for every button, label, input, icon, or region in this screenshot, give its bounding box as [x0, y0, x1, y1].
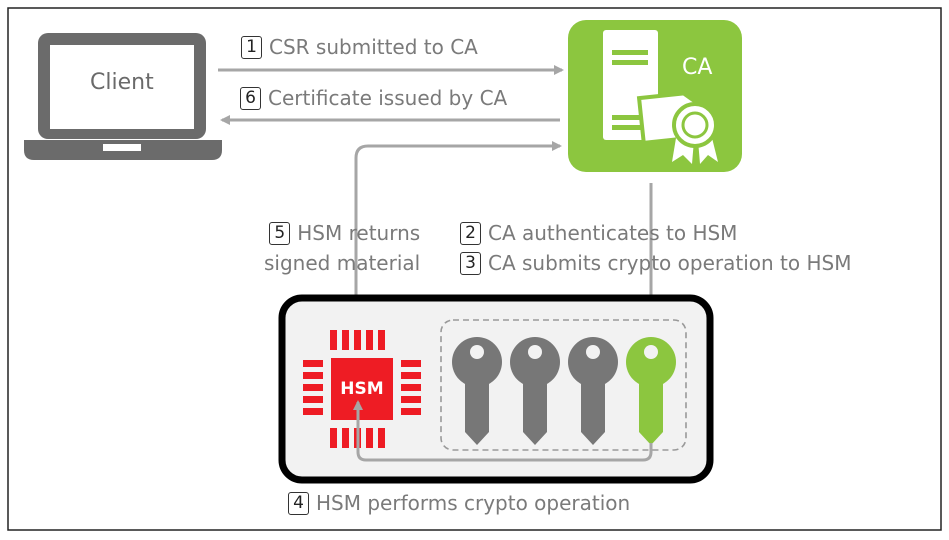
ca-icon	[568, 20, 742, 172]
arrow-hsm-returns	[354, 141, 562, 308]
step-text: HSM performs crypto operation	[316, 491, 631, 515]
step-text: CSR submitted to CA	[269, 35, 478, 59]
step-6: 6 Certificate issued by CA	[240, 85, 507, 111]
step-3: 3 CA submits crypto operation to HSM	[460, 250, 851, 276]
outer-frame	[7, 7, 942, 531]
step-number: 6	[240, 87, 261, 110]
step-number: 3	[460, 252, 481, 275]
step-text: HSM returns	[297, 221, 421, 245]
client-label: Client	[90, 70, 154, 95]
step-text-line2: signed material	[264, 251, 421, 275]
key-icon-3	[568, 337, 618, 445]
key-container	[440, 319, 687, 451]
hsm-chip-label: HSM	[340, 379, 383, 399]
step-text: Certificate issued by CA	[268, 86, 508, 110]
step-number: 2	[460, 222, 481, 245]
step-1: 1 CSR submitted to CA	[241, 34, 478, 60]
step-number: 5	[269, 222, 291, 245]
arrow-crypto-operation	[353, 400, 653, 462]
key-icon-1	[452, 337, 502, 445]
step-number: 4	[288, 492, 309, 515]
step-4: 4 HSM performs crypto operation	[288, 490, 630, 516]
ca-label: CA	[682, 55, 713, 80]
key-icon-green	[626, 337, 676, 445]
key-icon-2	[510, 337, 560, 445]
step-number: 1	[241, 36, 262, 59]
step-5: 5 HSM returns signed material	[264, 220, 420, 276]
step-2: 2 CA authenticates to HSM	[460, 220, 737, 246]
step-text: CA submits crypto operation to HSM	[488, 251, 852, 275]
client-laptop-icon	[24, 33, 222, 160]
step-text: CA authenticates to HSM	[488, 221, 738, 245]
